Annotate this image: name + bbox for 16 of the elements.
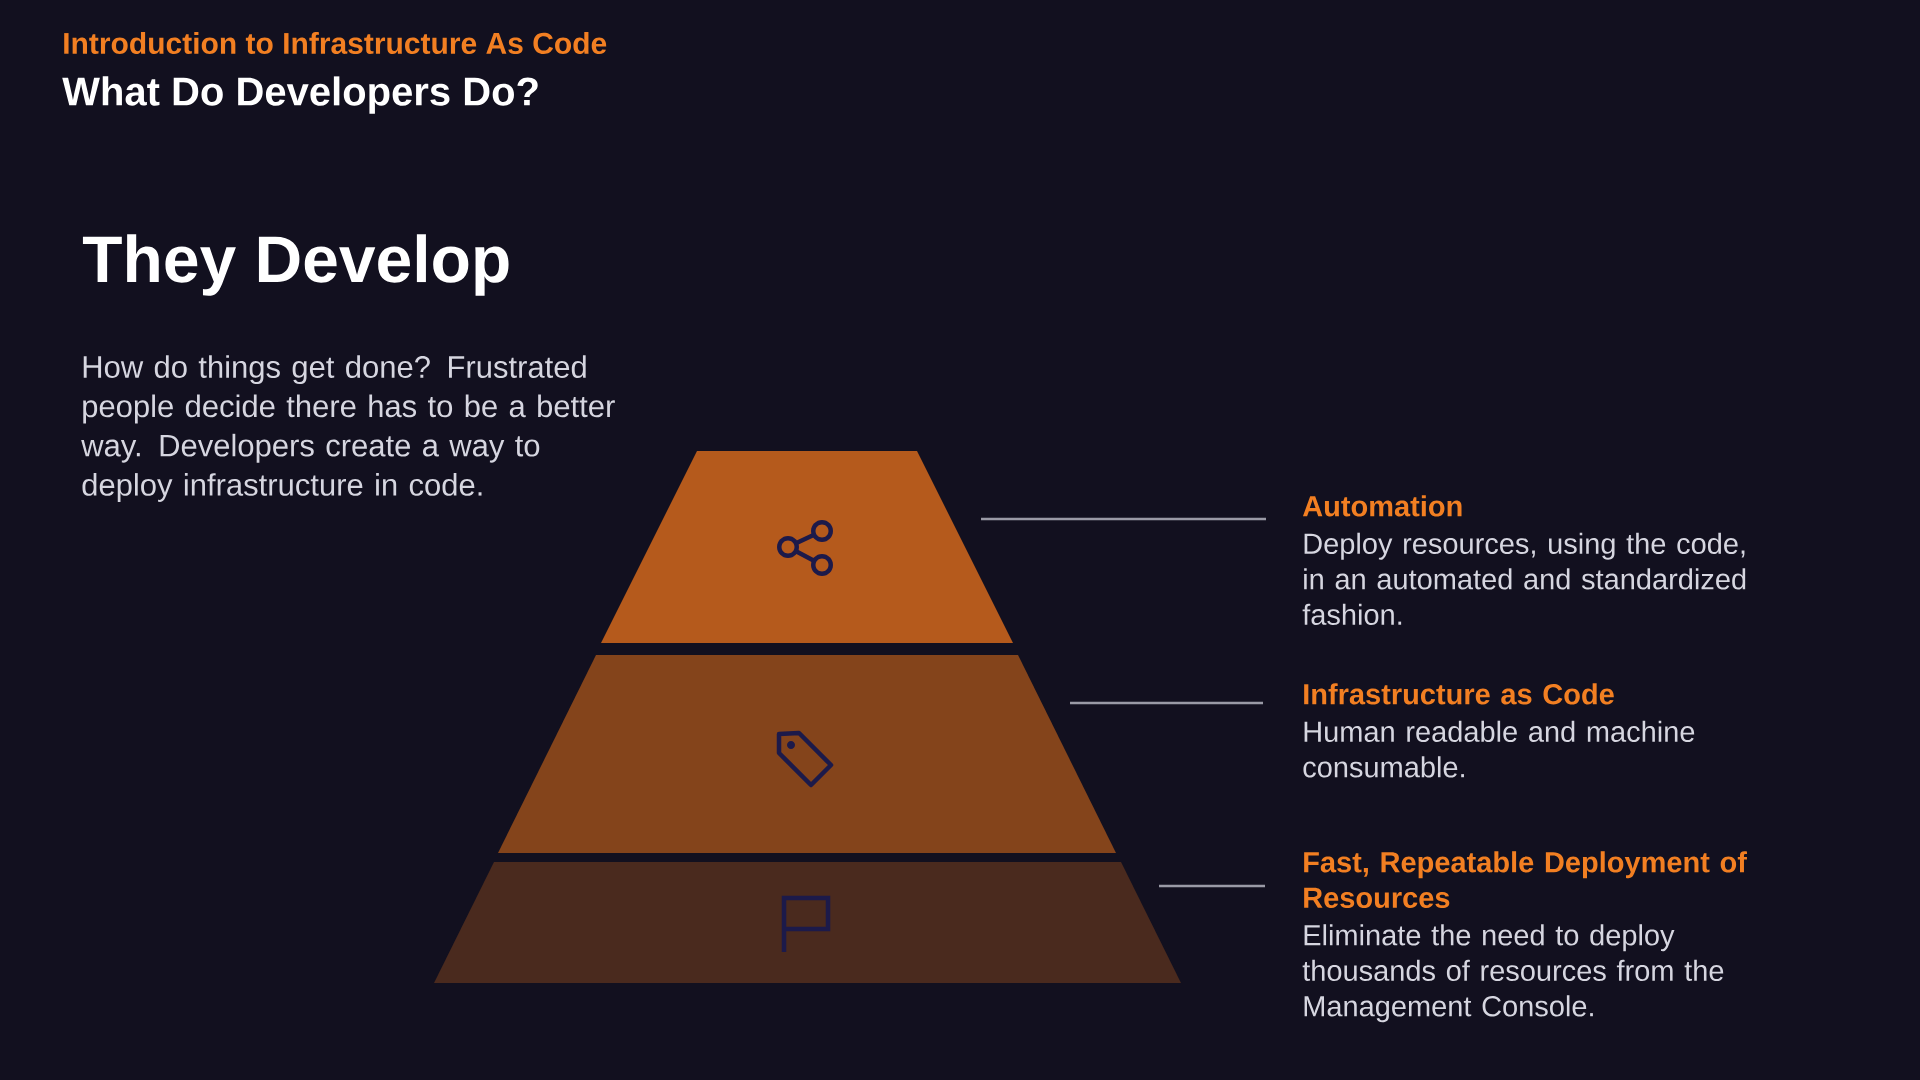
item-heading: Fast, Repeatable Deployment of Resources <box>1304 851 1747 908</box>
subtitle: Introduction to Infrastructure As Code <box>64 32 607 55</box>
leader-line <box>1159 884 1265 888</box>
item-description: Deploy resources, using the code, in an automated and standardized fashion. <box>1302 532 1746 625</box>
leader-line <box>981 517 1266 521</box>
pyramid-tier <box>434 862 1181 983</box>
item-heading: Infrastructure as Code <box>1304 683 1614 705</box>
leader-line <box>1070 701 1263 705</box>
pyramid-tier <box>498 655 1116 853</box>
title: What Do Developers Do? <box>62 76 538 114</box>
item-description: Human readable and machine consumable. <box>1303 720 1695 778</box>
heading: They Develop <box>82 234 509 296</box>
pyramid-tier <box>601 451 1013 643</box>
item-heading: Automation <box>1302 495 1462 517</box>
item-description: Eliminate the need to deploy thousands of resources from the Management Console. <box>1302 924 1724 1023</box>
paragraph: How do things get done? Frustrated people decide there has to be a better way. Developers create a way to deploy infrastructure in code. <box>81 355 615 502</box>
